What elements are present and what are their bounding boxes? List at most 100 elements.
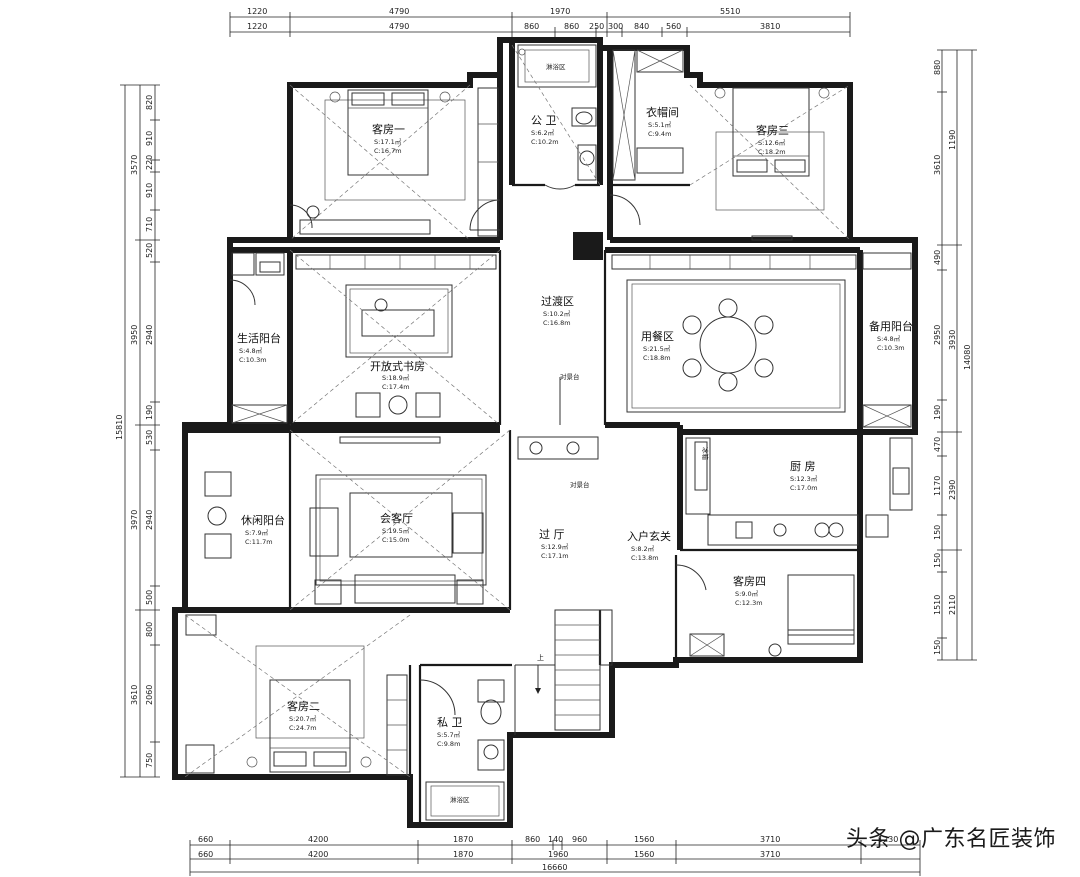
top-dim-r2-6: 300 [608, 22, 623, 31]
bottom-dim-4: 860 [525, 835, 540, 844]
room-label-public-bath: 公 卫 [531, 114, 557, 127]
left-dim-outer-4: 3610 [130, 685, 139, 705]
guest3-furniture [689, 84, 851, 241]
right-dim-inner-2: 3610 [933, 155, 942, 175]
room-area-guest4: S:9.0㎡ [735, 589, 759, 598]
dining-furniture [611, 254, 857, 413]
right-dim-inner-7: 1170 [933, 476, 942, 496]
left-dim-outer-1: 3570 [130, 155, 139, 175]
life-balcony-fixtures [231, 252, 288, 424]
room-label-guest1: 客房一 [372, 122, 405, 136]
right-dim-inner-1: 880 [933, 60, 942, 75]
right-dim-outer-3: 2390 [948, 480, 957, 500]
bottom-dim-r2-6: 3710 [760, 850, 780, 859]
bottom-dim-r2-2: 4200 [308, 850, 328, 859]
left-dim-inner-6: 520 [145, 243, 154, 258]
bottom-dim-r2-5: 1560 [634, 850, 654, 859]
room-area-transition: S:10.2㎡ [543, 309, 571, 318]
room-label-guest3: 客房三 [756, 123, 789, 137]
room-perimeter-cloak: C:9.4m [648, 130, 671, 138]
room-label-entry: 入户玄关 [627, 529, 671, 543]
right-dim-inner-3: 490 [933, 250, 942, 265]
left-dim-inner-13: 2060 [145, 685, 154, 705]
room-perimeter-dining: C:18.8m [643, 354, 671, 362]
top-dim-3: 1970 [550, 7, 570, 16]
room-area-public-bath: S:6.2㎡ [531, 128, 555, 137]
public-bath-fixtures [511, 44, 601, 186]
room-area-guest3: S:12.6㎡ [758, 138, 786, 147]
hall-fixtures [514, 377, 613, 735]
room-area-living: S:19.5㎡ [382, 526, 410, 535]
right-dim-inner-10: 1510 [933, 595, 942, 615]
left-dimensions: 3570 3950 3970 3610 15810 820 910 220 91… [115, 84, 160, 778]
room-area-study: S:18.9㎡ [382, 373, 410, 382]
leisure-balcony-furniture [204, 471, 232, 559]
guest1-furniture [289, 84, 499, 241]
label-shower-bottom: 淋浴区 [450, 795, 470, 804]
room-area-kitchen: S:12.3㎡ [790, 474, 818, 483]
door-swings [229, 184, 707, 716]
top-dim-r2-2: 4790 [389, 22, 409, 31]
room-label-dining: 用餐区 [641, 329, 674, 343]
left-dim-inner-3: 220 [145, 155, 154, 170]
room-area-hall: S:12.9㎡ [541, 542, 569, 551]
left-dim-outer-3: 3970 [130, 510, 139, 530]
left-dim-inner-2: 910 [145, 131, 154, 146]
room-label-private-bath: 私 卫 [437, 716, 463, 729]
watermark: 头条 @广东名匠装饰 [846, 827, 1056, 852]
bottom-dim-6: 960 [572, 835, 587, 844]
top-dim-r2-4: 860 [564, 22, 579, 31]
room-perimeter-public-bath: C:10.2m [531, 138, 559, 146]
room-label-spare-balcony: 备用阳台 [869, 319, 913, 333]
right-dim-outer-2: 3930 [948, 330, 957, 350]
top-dim-r2-8: 560 [666, 22, 681, 31]
room-perimeter-study: C:17.4m [382, 383, 410, 391]
room-label-guest2: 客房二 [287, 699, 320, 713]
bottom-dim-8: 3710 [760, 835, 780, 844]
room-area-dining: S:21.5㎡ [643, 344, 671, 353]
bottom-dim-7: 1560 [634, 835, 654, 844]
study-furniture [289, 249, 501, 426]
left-dim-inner-14: 750 [145, 753, 154, 768]
room-labels: 客房一 S:17.1㎡ C:16.7m 公 卫 S:6.2㎡ C:10.2m 衣… [237, 105, 913, 748]
room-label-life-balcony: 生活阳台 [237, 331, 281, 345]
top-dim-2: 4790 [389, 7, 409, 16]
left-dim-inner-1: 820 [145, 95, 154, 110]
room-label-study: 开放式书房 [370, 359, 425, 373]
room-area-guest1: S:17.1㎡ [374, 137, 402, 146]
left-total: 15810 [115, 415, 124, 440]
top-dim-1: 1220 [247, 7, 267, 16]
right-dim-inner-8: 150 [933, 525, 942, 540]
room-perimeter-spare-balcony: C:10.3m [877, 344, 905, 352]
label-fridge: 冰箱 [701, 447, 710, 461]
top-dim-r2-9: 3810 [760, 22, 780, 31]
room-perimeter-kitchen: C:17.0m [790, 484, 818, 492]
left-dim-inner-10: 2940 [145, 510, 154, 530]
top-dim-r2-3: 860 [524, 22, 539, 31]
bottom-dim-9: 1230 [878, 835, 898, 844]
spare-balcony-fixtures [862, 252, 912, 428]
room-area-leisure-balcony: S:7.9㎡ [245, 528, 269, 537]
left-dim-inner-9: 530 [145, 430, 154, 445]
left-dim-outer-2: 3950 [130, 325, 139, 345]
room-perimeter-life-balcony: C:10.3m [239, 356, 267, 364]
top-dimensions: 1220 4790 1970 5510 1220 4790 860 860 25… [229, 7, 851, 37]
bottom-dim-3: 1870 [453, 835, 473, 844]
interior-walls [185, 40, 915, 825]
left-dim-inner-8: 190 [145, 405, 154, 420]
left-dim-inner-12: 800 [145, 622, 154, 637]
bottom-total: 16660 [542, 863, 567, 872]
room-label-cloak: 衣帽间 [646, 105, 679, 119]
top-dim-4: 5510 [720, 7, 740, 16]
room-label-transition: 过渡区 [541, 294, 574, 308]
structural-column [573, 232, 603, 260]
bottom-dim-r2-4: 1960 [548, 850, 568, 859]
left-dim-inner-7: 2940 [145, 325, 154, 345]
room-perimeter-leisure-balcony: C:11.7m [245, 538, 273, 546]
guest4-furniture [689, 574, 855, 657]
fixture-labels: 淋浴区 淋浴区 对景台 对景台 上 冰箱 [450, 62, 710, 804]
left-dim-inner-5: 710 [145, 217, 154, 232]
right-dim-inner-6: 470 [933, 437, 942, 452]
room-area-cloak: S:5.1㎡ [648, 120, 672, 129]
